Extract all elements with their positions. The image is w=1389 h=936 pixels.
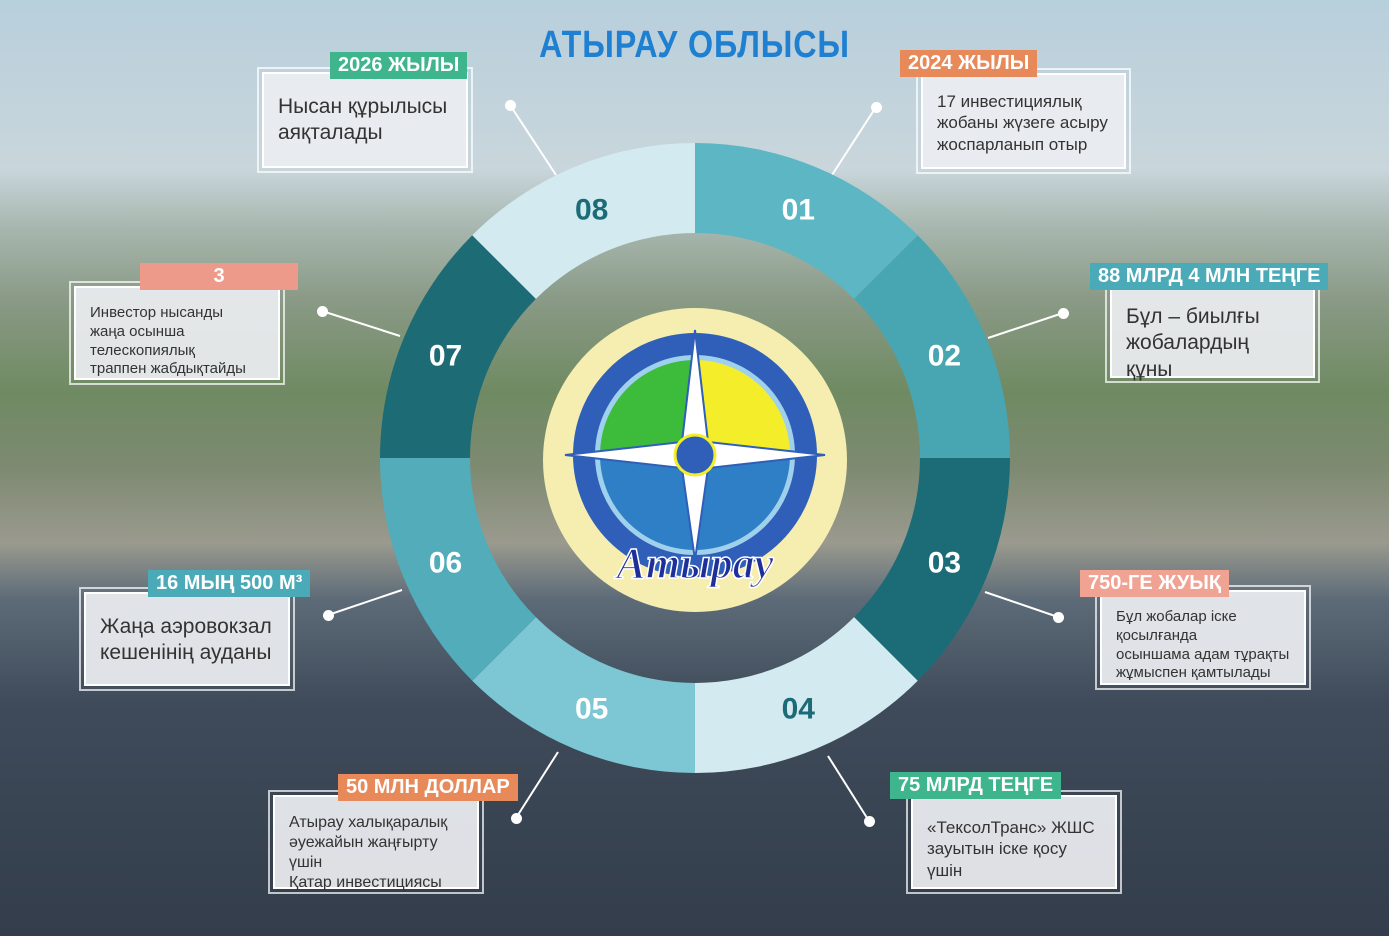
info-text: Бұл – биылғы жобалардың құны — [1126, 305, 1260, 381]
info-box-04: «ТексолТранс» ЖШС зауытын іске қосу үшін — [906, 790, 1122, 894]
info-box-08: Нысан құрылысы аяқталады — [257, 67, 473, 173]
segment-number: 05 — [575, 692, 608, 725]
connector-line — [827, 755, 870, 822]
info-box-02: Бұл – биылғы жобалардың құны — [1105, 277, 1320, 383]
connector-dot — [511, 813, 522, 824]
connector-dot — [1053, 612, 1064, 623]
segment-number: 07 — [429, 340, 462, 373]
connector-dot — [505, 100, 516, 111]
info-tag: 750-ГЕ ЖУЫҚ — [1080, 570, 1230, 597]
info-text: Жаңа аэровокзал кешенінің ауданы — [100, 615, 272, 665]
segment-number: 02 — [928, 340, 961, 373]
connector-dot — [1058, 308, 1069, 319]
connector-line — [984, 591, 1059, 618]
connector-line — [321, 310, 401, 337]
connector-line — [831, 106, 877, 176]
info-text: Инвестор нысанды жаңа осынша телескопиял… — [90, 304, 246, 378]
info-text: «ТексолТранс» ЖШС зауытын іске қосу үшін — [927, 818, 1095, 880]
connector-line — [515, 751, 559, 819]
info-box-06: Жаңа аэровокзал кешенінің ауданы — [79, 587, 295, 691]
connector-line — [509, 104, 557, 176]
ring-segment-05 — [472, 617, 695, 773]
connector-line — [327, 589, 403, 616]
emblem-wordmark: Атырау — [613, 539, 774, 588]
info-box-07: Инвестор нысанды жаңа осынша телескопиял… — [69, 281, 285, 385]
info-box-05: Атырау халықаралық әуежайын жаңғырту үші… — [268, 790, 484, 894]
connector-line — [987, 312, 1064, 339]
info-tag: 75 МЛРД ТЕҢГЕ — [890, 772, 1062, 799]
segment-number: 01 — [782, 194, 815, 227]
ring-segment-04 — [695, 617, 918, 774]
info-text: Нысан құрылысы аяқталады — [278, 95, 448, 145]
connector-dot — [871, 102, 882, 113]
ring-segment-01 — [695, 143, 918, 299]
info-text: Атырау халықаралық әуежайын жаңғырту үші… — [289, 814, 448, 891]
ring-segment-06 — [380, 458, 536, 681]
connector-dot — [317, 306, 328, 317]
segment-number: 08 — [575, 194, 608, 227]
connector-dot — [323, 610, 334, 621]
segment-number: 03 — [928, 546, 961, 579]
ring-segment-08 — [472, 143, 695, 299]
info-tag: 88 МЛРД 4 МЛН ТЕҢГЕ — [1090, 263, 1329, 290]
info-box-01: 17 инвестициялық жобаны жүзеге асыру жос… — [916, 68, 1131, 174]
info-tag: 3 — [140, 263, 298, 290]
atyrau-emblem: Атырау — [543, 308, 847, 612]
segment-number: 04 — [782, 692, 816, 725]
ring-segment-03 — [854, 458, 1010, 681]
ring-segment-02 — [854, 235, 1010, 458]
info-tag: 16 МЫҢ 500 М³ — [148, 570, 311, 597]
ring-segment-07 — [380, 235, 536, 458]
connector-dot — [864, 816, 875, 827]
info-tag: 2026 ЖЫЛЫ — [330, 52, 468, 79]
info-tag: 50 МЛН ДОЛЛАР — [338, 774, 518, 801]
info-tag: 2024 ЖЫЛЫ — [900, 50, 1038, 77]
page-title: АТЫРАУ ОБЛЫСЫ — [539, 24, 850, 66]
info-text: Бұл жобалар іске қосылғанда осыншама ада… — [1116, 608, 1290, 682]
segment-number: 06 — [429, 546, 462, 579]
info-box-03: Бұл жобалар іске қосылғанда осыншама ада… — [1095, 585, 1311, 690]
info-text: 17 инвестициялық жобаны жүзеге асыру жос… — [937, 92, 1108, 154]
